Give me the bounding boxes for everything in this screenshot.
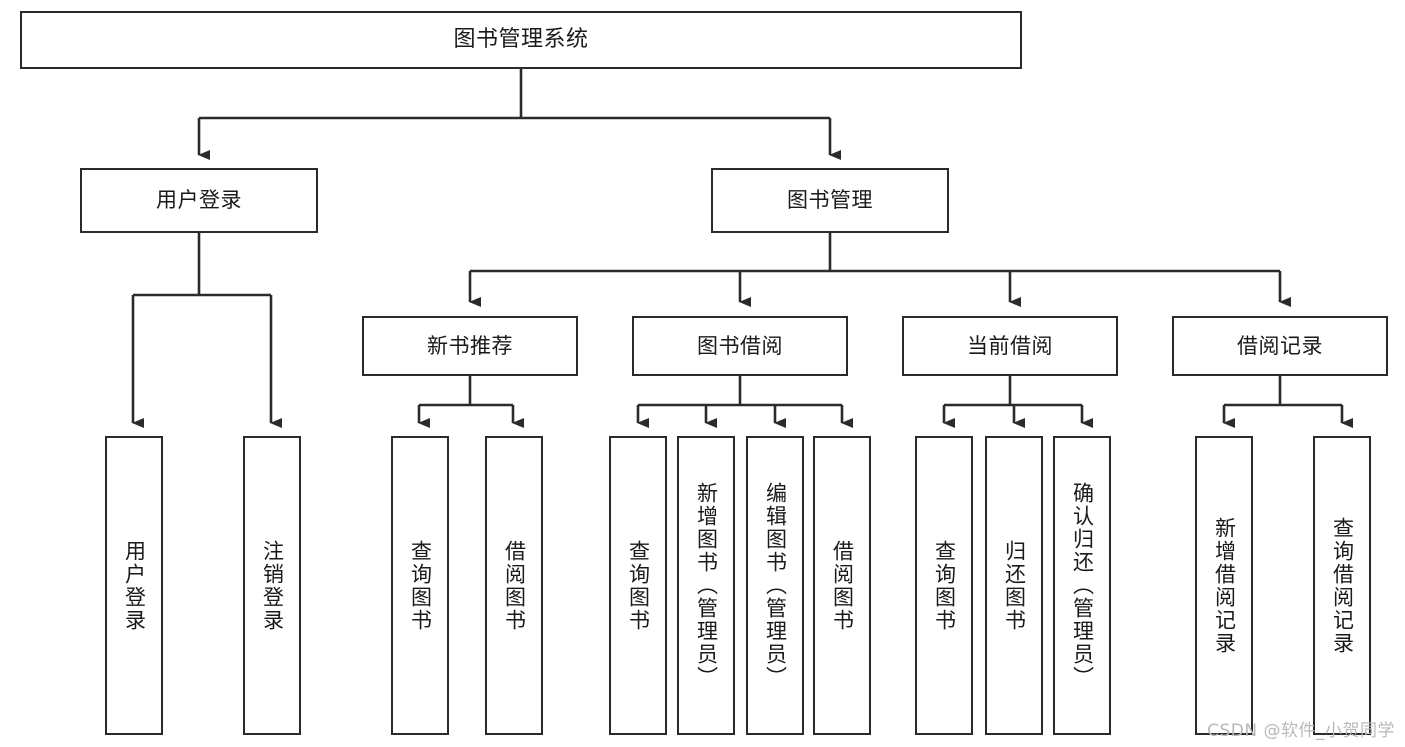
leaf-borrow-book[interactable]: 借阅图书 [813, 436, 871, 735]
node-borrow-record[interactable]: 借阅记录 [1172, 316, 1388, 376]
node-label: 新增借阅记录 [1212, 516, 1237, 655]
node-label: 用户登录 [156, 188, 242, 213]
node-label: 编辑图书（管理员） [763, 482, 788, 689]
node-label: 查询借阅记录 [1330, 516, 1355, 655]
node-label: 图书管理系统 [453, 27, 589, 53]
node-label: 借阅记录 [1237, 333, 1323, 358]
leaf-add-borrow-record[interactable]: 新增借阅记录 [1195, 436, 1253, 735]
node-book-borrow[interactable]: 图书借阅 [632, 316, 848, 376]
node-label: 确认归还（管理员） [1070, 482, 1095, 689]
node-current-borrow[interactable]: 当前借阅 [902, 316, 1118, 376]
leaf-edit-book[interactable]: 编辑图书（管理员） [746, 436, 804, 735]
leaf-query-book-borrow[interactable]: 查询图书 [609, 436, 667, 735]
leaf-query-borrow-record[interactable]: 查询借阅记录 [1313, 436, 1371, 735]
node-root-book-management-system[interactable]: 图书管理系统 [20, 11, 1022, 69]
leaf-user-login[interactable]: 用户登录 [105, 436, 163, 735]
leaf-query-book-current[interactable]: 查询图书 [915, 436, 973, 735]
node-label: 新书推荐 [427, 333, 513, 358]
node-label: 用户登录 [122, 539, 147, 632]
node-book-management[interactable]: 图书管理 [711, 168, 949, 233]
node-label: 查询图书 [408, 539, 433, 632]
leaf-add-book[interactable]: 新增图书（管理员） [677, 436, 735, 735]
node-new-book-recommend[interactable]: 新书推荐 [362, 316, 578, 376]
leaf-return-book[interactable]: 归还图书 [985, 436, 1043, 735]
node-label: 图书管理 [787, 188, 873, 213]
node-label: 借阅图书 [502, 539, 527, 632]
leaf-query-book-recommend[interactable]: 查询图书 [391, 436, 449, 735]
node-label: 查询图书 [932, 539, 957, 632]
node-label: 注销登录 [260, 539, 285, 632]
leaf-borrow-book-recommend[interactable]: 借阅图书 [485, 436, 543, 735]
watermark-text: CSDN @软件_小贺同学 [1207, 721, 1395, 741]
node-user-login[interactable]: 用户登录 [80, 168, 318, 233]
leaf-logout[interactable]: 注销登录 [243, 436, 301, 735]
node-label: 新增图书（管理员） [694, 482, 719, 689]
node-label: 当前借阅 [967, 333, 1053, 358]
node-label: 查询图书 [626, 539, 651, 632]
node-label: 借阅图书 [830, 539, 855, 632]
node-label: 归还图书 [1002, 539, 1027, 632]
leaf-confirm-return[interactable]: 确认归还（管理员） [1053, 436, 1111, 735]
node-label: 图书借阅 [697, 333, 783, 358]
